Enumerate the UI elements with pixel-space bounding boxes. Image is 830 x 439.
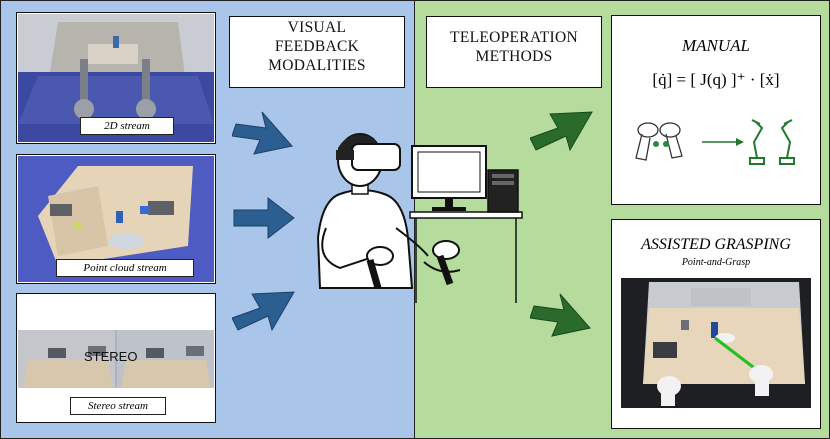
- vr-operator-illustration: [316, 133, 523, 303]
- assisted-subtitle: Point-and-Grasp: [681, 257, 751, 268]
- arrow-icon-assisted: [530, 293, 591, 337]
- point-cloud-caption: Point cloud stream: [56, 259, 194, 277]
- teleop-title: TELEOPERATION METHODS: [450, 29, 578, 65]
- stereo-stream-caption: Stereo stream: [70, 397, 166, 415]
- manual-title: MANUAL: [682, 36, 750, 55]
- feedback-title: VISUAL FEEDBACK MODALITIES: [268, 19, 366, 74]
- manual-box: [611, 15, 821, 205]
- feedback-title-box: [229, 16, 405, 88]
- controllers-to-robot-icon: [635, 119, 795, 165]
- 2d-stream-caption: 2D stream: [80, 117, 174, 135]
- stereo-image: [18, 330, 214, 388]
- jacobian-equation: [q̇] = [ J(q) ]⁺ · [ẋ]: [652, 70, 780, 89]
- teleop-title-box: [426, 16, 602, 88]
- point-and-grasp-image: [621, 278, 811, 408]
- arrow-icon-stream-stereo: [232, 291, 295, 332]
- arrow-icon-manual: [530, 111, 593, 152]
- arrow-icon-stream-pointcloud: [233, 196, 295, 240]
- stereo-overlay-text: STEREO: [84, 349, 138, 364]
- assisted-title: ASSISTED GRASPING: [641, 236, 791, 253]
- arrow-icon-stream-2d: [232, 111, 293, 155]
